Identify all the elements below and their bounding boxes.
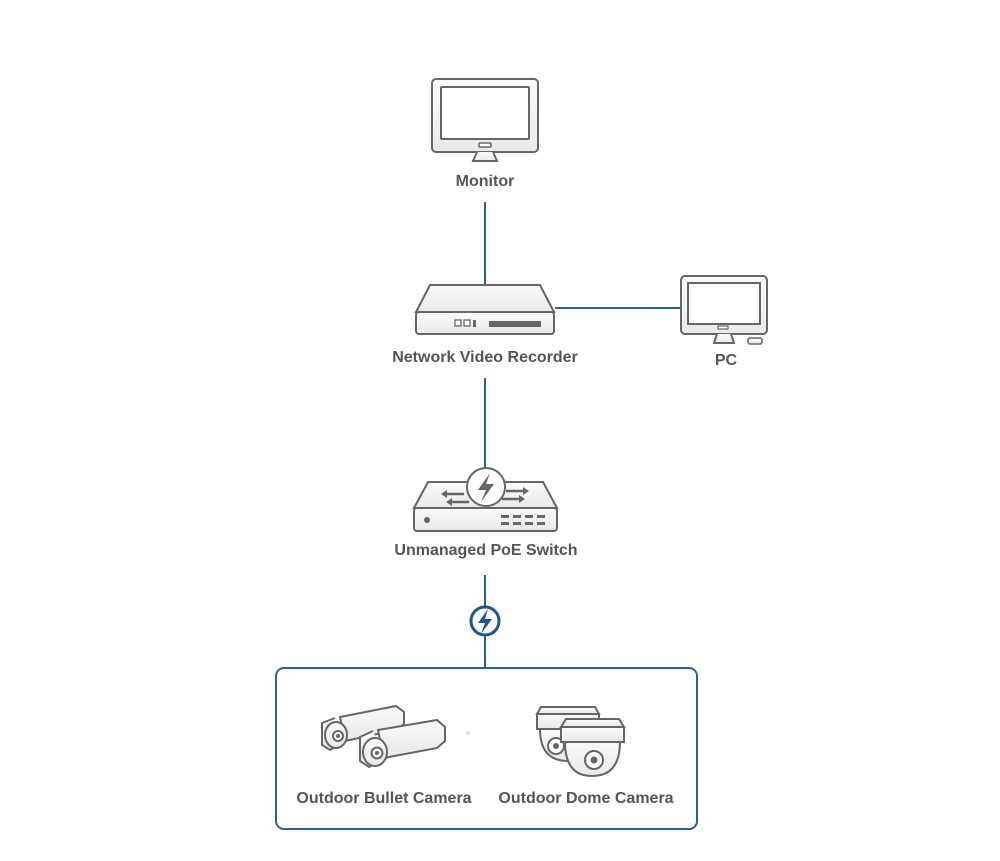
pc-label: PC <box>714 352 738 369</box>
poe-switch-icon <box>412 467 559 532</box>
switch-label: Unmanaged PoE Switch <box>394 542 578 559</box>
nvr-label: Network Video Recorder <box>392 349 578 366</box>
bullet-camera-label: Outdoor Bullet Camera <box>296 790 472 807</box>
dome-camera-label: Outdoor Dome Camera <box>498 790 674 807</box>
nvr-icon <box>414 284 556 335</box>
poe-lightning-icon <box>469 605 501 637</box>
dome-camera-icon <box>535 706 626 778</box>
monitor-label: Monitor <box>455 173 515 190</box>
pc-icon <box>680 275 768 345</box>
bullet-camera-icon <box>321 704 470 769</box>
monitor-icon <box>431 78 539 162</box>
